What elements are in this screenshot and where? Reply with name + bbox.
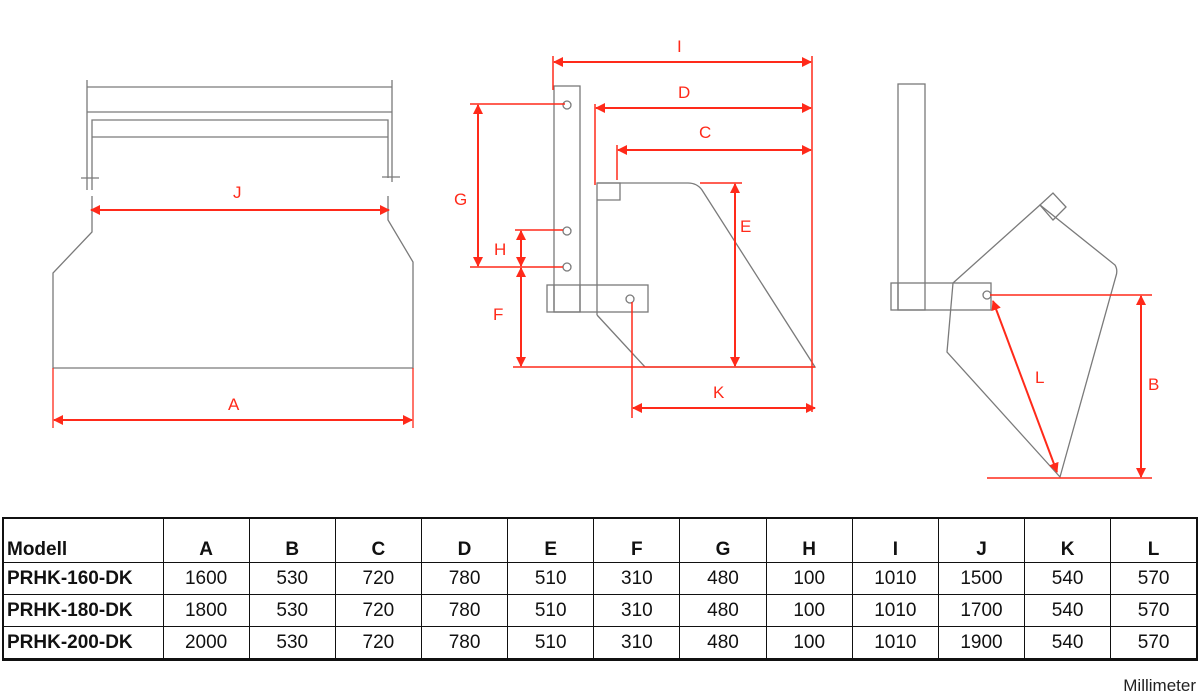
table-cell: 530 <box>248 562 336 595</box>
dimension-k: K <box>632 383 816 413</box>
table-cell: 780 <box>420 626 509 661</box>
table-cell: 540 <box>1024 562 1112 595</box>
column-header-e: E <box>507 517 595 563</box>
table-cell: 480 <box>679 626 767 661</box>
column-header-h: H <box>765 517 853 563</box>
table-cell: 510 <box>507 594 595 627</box>
side-view <box>546 85 817 368</box>
dimension-label-h: H <box>494 240 506 259</box>
table-row: PRHK-180-DK 1800 530 720 780 510 310 480… <box>2 594 1198 627</box>
table-cell: 720 <box>334 562 422 595</box>
column-header-a: A <box>162 517 250 563</box>
dimension-label-g: G <box>454 190 467 209</box>
table-cell: 100 <box>765 594 853 627</box>
table-cell: 570 <box>1110 594 1198 627</box>
column-header-c: C <box>334 517 422 563</box>
table-cell: 780 <box>420 562 509 595</box>
table-cell: 1010 <box>851 594 939 627</box>
dimension-j: J <box>90 183 390 215</box>
dimension-label-l: L <box>1035 368 1044 387</box>
dimension-label-a: A <box>228 395 240 414</box>
unit-label: Millimeter <box>1123 676 1196 695</box>
dimension-label-i: I <box>677 37 682 56</box>
table-cell: 480 <box>679 562 767 595</box>
column-header-j: J <box>937 517 1026 563</box>
table-row: PRHK-160-DK 1600 530 720 780 510 310 480… <box>2 562 1198 595</box>
table-cell: 1010 <box>851 562 939 595</box>
dimension-d: D <box>595 83 812 113</box>
dimension-label-e: E <box>740 217 751 236</box>
technical-drawing: J A I D C <box>52 37 1159 479</box>
dimension-label-b: B <box>1148 375 1159 394</box>
table-cell: 510 <box>507 562 595 595</box>
table-cell: 570 <box>1110 626 1198 661</box>
table-cell: 1600 <box>162 562 250 595</box>
dimensions-table: Modell A B C D E F G H I J K L PRHK-160-… <box>2 517 1198 661</box>
table-cell: 540 <box>1024 626 1112 661</box>
dimension-g: G <box>454 104 483 267</box>
dimension-l: L <box>991 300 1059 473</box>
column-header-f: F <box>593 517 681 563</box>
dimension-label-c: C <box>699 123 711 142</box>
dimension-c: C <box>617 123 812 155</box>
table-cell: 530 <box>248 626 336 661</box>
dimension-e: E <box>730 183 751 367</box>
column-header-g: G <box>679 517 767 563</box>
dimension-h: H <box>494 230 526 267</box>
table-cell: 2000 <box>162 626 250 661</box>
column-header-i: I <box>851 517 939 563</box>
table-cell: 1900 <box>937 626 1026 661</box>
column-header-l: L <box>1110 517 1198 563</box>
column-header-d: D <box>420 517 509 563</box>
table-cell: 720 <box>334 626 422 661</box>
model-cell: PRHK-160-DK <box>2 562 164 595</box>
model-cell: PRHK-200-DK <box>2 626 164 661</box>
table-cell: 100 <box>765 562 853 595</box>
table-cell: 310 <box>593 562 681 595</box>
dimension-f: F <box>493 267 526 367</box>
table-cell: 570 <box>1110 562 1198 595</box>
table-cell: 510 <box>507 626 595 661</box>
table-cell: 480 <box>679 594 767 627</box>
dimension-b: B <box>1136 295 1159 478</box>
dimension-label-d: D <box>678 83 690 102</box>
table-cell: 780 <box>420 594 509 627</box>
tilted-side-view <box>890 83 1118 479</box>
table-header-row: Modell A B C D E F G H I J K L <box>2 517 1198 563</box>
table-cell: 530 <box>248 594 336 627</box>
dimension-label-f: F <box>493 305 503 324</box>
table-cell: 540 <box>1024 594 1112 627</box>
dimension-label-j: J <box>233 183 242 202</box>
table-cell: 720 <box>334 594 422 627</box>
front-view <box>52 80 414 428</box>
table-cell: 1010 <box>851 626 939 661</box>
dimension-label-k: K <box>713 383 725 402</box>
table-cell: 310 <box>593 626 681 661</box>
column-header-b: B <box>248 517 336 563</box>
dimension-i: I <box>553 37 812 67</box>
table-cell: 1800 <box>162 594 250 627</box>
model-cell: PRHK-180-DK <box>2 594 164 627</box>
table-cell: 310 <box>593 594 681 627</box>
table-row: PRHK-200-DK 2000 530 720 780 510 310 480… <box>2 626 1198 661</box>
column-header-k: K <box>1024 517 1112 563</box>
table-cell: 1700 <box>937 594 1026 627</box>
column-header-model: Modell <box>2 517 164 563</box>
dimension-a: A <box>53 395 413 425</box>
table-cell: 100 <box>765 626 853 661</box>
tilted-side-view-dimensions <box>987 294 1152 479</box>
table-cell: 1500 <box>937 562 1026 595</box>
